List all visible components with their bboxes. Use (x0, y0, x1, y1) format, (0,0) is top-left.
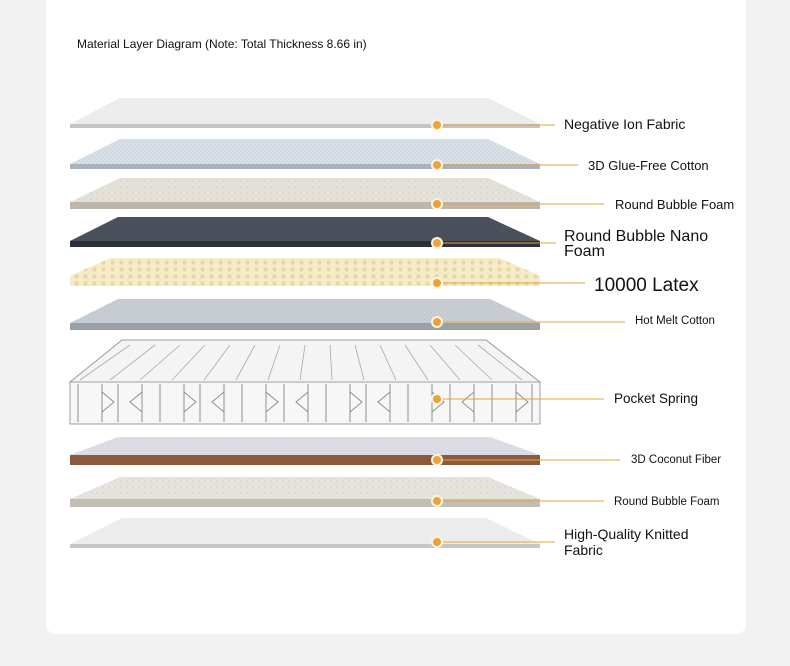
marker-dot (431, 393, 443, 405)
layer-negative-ion-fabric (70, 98, 540, 128)
layer-top (70, 518, 540, 544)
marker-dot (431, 536, 443, 548)
layer-10000-latex (70, 258, 540, 286)
label-high-quality-knitted-fabric: High-Quality Knitted Fabric (564, 526, 689, 558)
layer-high-quality-knitted-fabric (70, 518, 540, 548)
layer-edge (70, 124, 540, 128)
layer-edge (70, 455, 540, 465)
layer-round-bubble-nano-foam (70, 217, 540, 247)
diagram-title: Material Layer Diagram (Note: Total Thic… (77, 37, 367, 51)
layer-edge (70, 544, 540, 548)
label-hot-melt-cotton: Hot Melt Cotton (635, 315, 715, 327)
marker-dots (431, 119, 443, 548)
layer-hot-melt-cotton (70, 299, 540, 330)
layer-edge (70, 202, 540, 209)
marker-dot (431, 237, 443, 249)
layer-edge (70, 499, 540, 507)
marker-dot (431, 198, 443, 210)
label-pocket-spring: Pocket Spring (614, 391, 699, 406)
layer-pocket-spring (68, 339, 542, 425)
label-10000-latex: 10000 Latex (594, 275, 699, 296)
layer-round-bubble-foam-bottom (70, 477, 540, 507)
layer-top (70, 98, 540, 124)
label-round-bubble-foam-top: Round Bubble Foam (615, 197, 735, 212)
marker-dot (431, 119, 443, 131)
label-round-bubble-nano-foam: Round Bubble Nano Foam (564, 228, 709, 260)
leader-lines (437, 124, 625, 543)
layer-3d-glue-free-cotton (70, 139, 540, 169)
label-3d-glue-free-cotton: 3D Glue-Free Cotton (588, 158, 709, 173)
label-3d-coconut-fiber: 3D Coconut Fiber (631, 454, 722, 466)
marker-dot (431, 159, 443, 171)
marker-dot (431, 277, 443, 289)
marker-dot (431, 495, 443, 507)
layer-round-bubble-foam-top (70, 178, 540, 209)
layer-edge (70, 164, 540, 169)
label-negative-ion-fabric: Negative Ion Fabric (564, 116, 686, 132)
label-round-bubble-foam-bottom: Round Bubble Foam (614, 496, 720, 508)
layer-3d-coconut-fiber (70, 437, 540, 465)
layer-edge (70, 323, 540, 330)
marker-dot (431, 454, 443, 466)
marker-dot (431, 316, 443, 328)
layer-edge (70, 241, 540, 247)
